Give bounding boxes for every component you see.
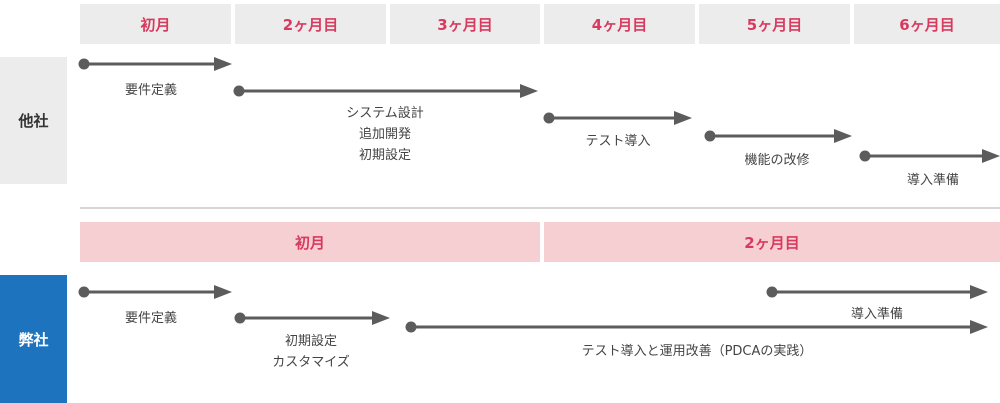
arrow-other-feature-fix [704, 129, 852, 143]
month-header-other-4: 4ヶ月目 [544, 4, 695, 44]
section-divider [80, 207, 1000, 209]
step-label-line: 初期設定 [284, 334, 337, 349]
row-label-our-company: 弊社 [0, 275, 67, 403]
arrow-other-test-intro [543, 111, 692, 125]
step-label-line: 初期設定 [358, 148, 411, 163]
arrow-ours-initial-setup [234, 311, 390, 325]
step-label-line: 要件定義 [124, 311, 178, 326]
step-label-line: 追加開発 [358, 127, 411, 142]
step-label-ours-2: 初期設定 カスタマイズ [272, 331, 350, 373]
month-header-other-6: 6ヶ月目 [854, 4, 1000, 44]
step-label-line: 機能の改修 [744, 153, 810, 168]
month-header-other-5: 5ヶ月目 [699, 4, 850, 44]
arrow-other-rollout-prep [859, 149, 1000, 163]
month-header-ours-2: 2ヶ月目 [544, 222, 1000, 262]
month-header-other-2: 2ヶ月目 [235, 4, 386, 44]
step-label-line: カスタマイズ [272, 355, 350, 370]
step-label-line: 導入準備 [906, 173, 960, 188]
step-label-ours-4: テスト導入と運用改善（PDCAの実践） [582, 341, 813, 362]
step-label-ours-3: 導入準備 [851, 304, 903, 325]
month-header-ours-1: 初月 [80, 222, 540, 262]
month-header-other-1: 初月 [80, 4, 231, 44]
step-label-other-2: システム設計 追加開発 初期設定 [346, 103, 424, 166]
month-header-other-3: 3ヶ月目 [390, 4, 540, 44]
arrow-other-requirements [78, 57, 232, 71]
step-label-other-5: 導入準備 [907, 170, 959, 191]
arrow-ours-test-and-improve [405, 320, 988, 334]
arrow-ours-requirements [78, 285, 232, 299]
step-label-other-4: 機能の改修 [744, 150, 809, 171]
step-label-line: システム設計 [346, 106, 424, 121]
step-label-line: テスト導入 [585, 134, 651, 149]
step-label-other-3: テスト導入 [585, 131, 650, 152]
step-label-ours-1: 要件定義 [125, 308, 177, 329]
step-label-other-1: 要件定義 [125, 80, 177, 101]
arrow-other-system-design [233, 84, 538, 98]
step-label-line: 要件定義 [124, 83, 178, 98]
step-label-line: 導入準備 [850, 307, 904, 322]
step-label-line: テスト導入と運用改善（PDCAの実践） [581, 344, 813, 359]
row-label-other-company: 他社 [0, 57, 67, 184]
arrow-ours-rollout-prep [766, 285, 988, 299]
